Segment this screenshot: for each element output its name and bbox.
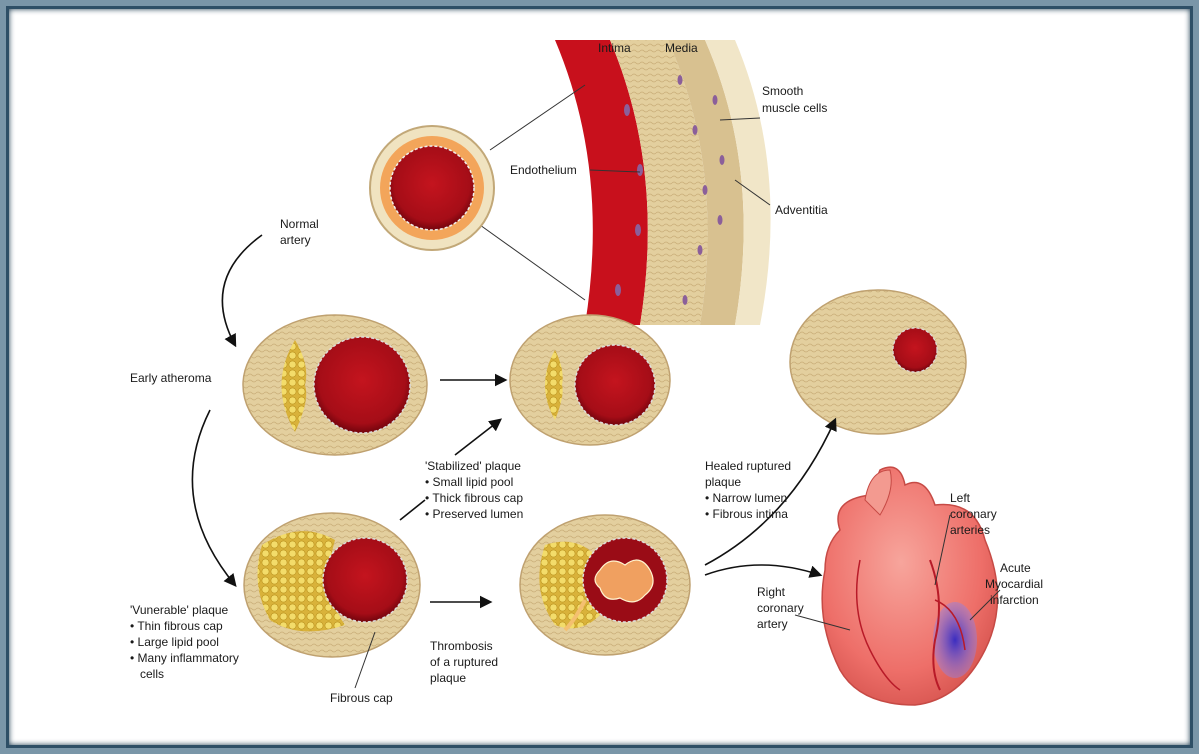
label-thrombosis-3: plaque xyxy=(430,671,466,685)
stabilized-plaque-artery xyxy=(510,315,670,445)
label-smooth-muscle-1: Smooth xyxy=(762,84,803,98)
label-media: Media xyxy=(665,41,698,55)
label-normal-artery-2: artery xyxy=(280,233,311,247)
label-adventitia: Adventitia xyxy=(775,203,828,217)
vulnerable-plaque-artery xyxy=(244,513,420,657)
artery-wall-cross-section xyxy=(480,35,1020,330)
label-right-coronary-1: Right xyxy=(757,585,786,599)
label-right-coronary-2: coronary xyxy=(757,601,804,615)
label-intima: Intima xyxy=(598,41,631,55)
label-vulnerable-item-4: cells xyxy=(130,667,164,681)
label-vulnerable-item-1: • Thin fibrous cap xyxy=(130,619,223,633)
label-healed-3: • Narrow lumen xyxy=(705,491,787,505)
label-normal-artery-1: Normal xyxy=(280,217,319,231)
label-healed-2: plaque xyxy=(705,475,741,489)
label-left-coronary-2: coronary xyxy=(950,507,997,521)
label-acute-mi-3: infarction xyxy=(990,593,1039,607)
label-healed-1: Healed ruptured xyxy=(705,459,791,473)
label-stabilized-item-3: • Preserved lumen xyxy=(425,507,523,521)
label-stabilized-title: 'Stabilized' plaque xyxy=(425,459,521,473)
label-stabilized-item-1: • Small lipid pool xyxy=(425,475,513,489)
label-stabilized-item-2: • Thick fibrous cap xyxy=(425,491,523,505)
label-fibrous-cap: Fibrous cap xyxy=(330,691,393,705)
label-vulnerable-title: 'Vunerable' plaque xyxy=(130,603,229,617)
normal-artery xyxy=(370,126,494,250)
thrombosis-artery xyxy=(520,515,690,655)
label-vulnerable-item-2: • Large lipid pool xyxy=(130,635,219,649)
label-acute-mi-2: Myocardial xyxy=(985,577,1043,591)
label-healed-4: • Fibrous intima xyxy=(705,507,788,521)
label-left-coronary-1: Left xyxy=(950,491,971,505)
label-thrombosis-2: of a ruptured xyxy=(430,655,498,669)
label-endothelium: Endothelium xyxy=(510,163,577,177)
heart-illustration xyxy=(822,467,997,705)
healed-plaque-artery xyxy=(790,290,966,434)
label-smooth-muscle-2: muscle cells xyxy=(762,101,827,115)
label-vulnerable-item-3: • Many inflammatory xyxy=(130,651,239,665)
label-left-coronary-3: arteries xyxy=(950,523,990,537)
early-atheroma-artery xyxy=(243,315,427,455)
label-right-coronary-3: artery xyxy=(757,617,788,631)
label-thrombosis-1: Thrombosis xyxy=(430,639,493,653)
label-early-atheroma: Early atheroma xyxy=(130,371,212,385)
label-acute-mi-1: Acute xyxy=(1000,561,1031,575)
